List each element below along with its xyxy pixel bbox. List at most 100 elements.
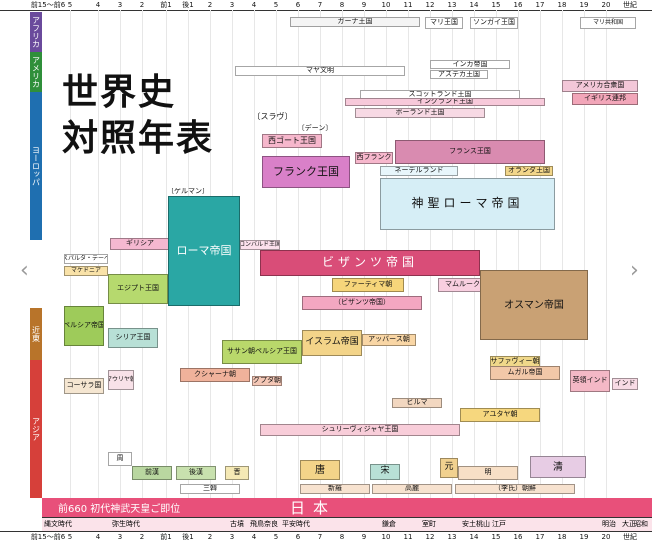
century-tick: 4 — [95, 533, 101, 541]
burma-block: ビルマ — [392, 398, 442, 408]
japan-era-label: 明治 — [602, 520, 616, 528]
japan-era-label: 鎌倉 — [382, 520, 396, 528]
century-tick: 4 — [95, 1, 101, 9]
century-gridline — [254, 10, 255, 531]
british-india-block: 英領インド — [570, 370, 610, 392]
century-tick: 2 — [139, 1, 145, 9]
century-tick: 2 — [139, 533, 145, 541]
region-asia-tab: アジア — [30, 360, 42, 498]
kosala-block: コーサラ国 — [64, 378, 104, 394]
netherland-block: ネーデルランド — [380, 166, 458, 176]
japan-era-label: 室町 — [422, 520, 436, 528]
century-tick: 3 — [229, 533, 235, 541]
mughal-block: ムガル帝国 — [490, 366, 560, 380]
sparta-block: スパルタ・テーベ — [64, 254, 108, 264]
century-tick: 3 — [117, 1, 123, 9]
century-tick: 7 — [317, 1, 323, 9]
century-tick: 5 — [67, 533, 73, 541]
century-tick: 5 — [67, 1, 73, 9]
century-tick: 3 — [117, 533, 123, 541]
tang-block: 唐 — [300, 460, 340, 480]
song-block: 宋 — [370, 464, 400, 480]
century-tick: 17 — [535, 1, 545, 9]
century-tick: 14 — [469, 1, 479, 9]
century-tick: 世紀 — [623, 1, 637, 9]
century-tick: 19 — [579, 533, 589, 541]
ghana-block: ガーナ王国 — [290, 17, 420, 27]
silla-block: 新羅 — [300, 484, 370, 494]
japan-era-label: 弥生時代 — [112, 520, 140, 528]
century-tick: 13 — [447, 533, 457, 541]
fatimid-block: ファーティマ朝 — [332, 278, 404, 292]
japan-era-label: 昭和 — [634, 520, 648, 528]
japan-era-label: 縄文時代 — [44, 520, 72, 528]
japan-band — [42, 498, 652, 518]
century-tick: 前1 — [160, 1, 172, 9]
syria-block: シリア王国 — [108, 328, 158, 348]
century-tick: 5 — [273, 533, 279, 541]
century-tick: 6 — [295, 533, 301, 541]
sanhan-block: 三韓 — [180, 484, 240, 494]
century-tick: 9 — [361, 533, 367, 541]
gupta-block: グプタ朝 — [252, 376, 282, 386]
century-tick: 16 — [513, 533, 523, 541]
century-gridline — [120, 10, 121, 531]
westfrank-block: 西フランク — [355, 152, 393, 164]
kushan-block: クシャーナ朝 — [180, 368, 250, 382]
persia-block: ペルシア帝国 — [64, 306, 104, 346]
next-arrow-icon[interactable]: › — [630, 258, 639, 283]
ottoman-block: オスマン帝国 — [480, 270, 588, 340]
houhan-block: 後漢 — [176, 466, 216, 480]
previous-arrow-icon[interactable]: ‹ — [20, 258, 29, 283]
germania-label: 〔ゲルマン〕 — [168, 188, 208, 196]
century-tick: 11 — [403, 533, 413, 541]
century-tick: 18 — [557, 1, 567, 9]
century-tick: 16 — [513, 1, 523, 9]
century-gridline — [606, 10, 607, 531]
region-africa-tab: アフリカ — [30, 12, 42, 52]
century-tick: 3 — [229, 1, 235, 9]
jin-block: 晋 — [225, 466, 249, 480]
usa-block: アメリカ合衆国 — [562, 80, 638, 92]
century-tick: 世紀 — [623, 533, 637, 541]
byzantine-block: ビザンツ帝国 — [260, 250, 480, 276]
century-tick: 11 — [403, 1, 413, 9]
maurya-block: マウリヤ朝 — [108, 370, 134, 390]
japan-founding-label: 前660 初代神武天皇ご即位 — [58, 504, 181, 515]
century-tick: 5 — [273, 1, 279, 9]
japan-era-label: 飛鳥 — [250, 520, 264, 528]
chart-title-line-1: 世界史 — [62, 72, 177, 113]
century-tick: 17 — [535, 533, 545, 541]
century-gridline — [166, 10, 167, 531]
japan-era-row: 縄文時代弥生時代古墳飛鳥奈良平安時代鎌倉室町安土桃山江戸明治大正昭和平成 — [42, 517, 652, 532]
chart-title-line-2: 対照年表 — [62, 118, 215, 159]
japan-label: 日本 — [290, 499, 337, 517]
qing-block: 清 — [530, 456, 586, 478]
aztec-block: アステカ王国 — [430, 70, 488, 79]
japan-era-label: 奈良 — [264, 520, 278, 528]
century-tick: 8 — [339, 1, 345, 9]
uk-block: イギリス連邦 — [572, 93, 638, 105]
century-tick: 12 — [425, 533, 435, 541]
century-tick: 2 — [207, 533, 213, 541]
greece-block: ギリシア — [110, 238, 170, 250]
century-tick: 10 — [381, 533, 391, 541]
srivijaya-block: シュリーヴィジャヤ王国 — [260, 424, 460, 436]
century-tick: 6 — [295, 1, 301, 9]
century-tick: 前1 — [160, 533, 172, 541]
region-europe-tab: ヨーロッパ — [30, 92, 42, 240]
hre-block: 神聖ローマ帝国 — [380, 178, 555, 230]
region-america-tab: アメリカ — [30, 52, 42, 92]
england-block: イングランド王国 — [345, 98, 545, 106]
century-tick: 後1 — [182, 1, 194, 9]
century-gridline — [142, 10, 143, 531]
joseon-block: （李氏）朝鮮 — [455, 484, 575, 494]
egypt-block: エジプト王国 — [108, 274, 168, 304]
japan-era-label: 平安時代 — [282, 520, 310, 528]
zhou-block: 周 — [108, 452, 132, 466]
rome-block: ローマ帝国 — [168, 196, 240, 306]
ayutthaya-block: アユタヤ朝 — [460, 408, 540, 422]
